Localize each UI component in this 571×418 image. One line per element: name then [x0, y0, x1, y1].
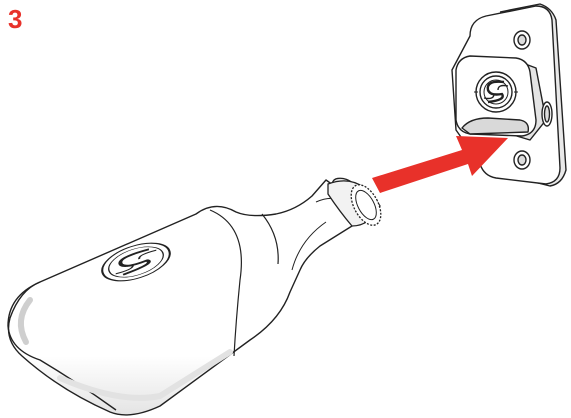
screw-hole-bottom — [514, 151, 530, 169]
cap-slot — [462, 118, 528, 134]
bottle — [8, 180, 352, 415]
screw-hole-top — [514, 31, 530, 49]
